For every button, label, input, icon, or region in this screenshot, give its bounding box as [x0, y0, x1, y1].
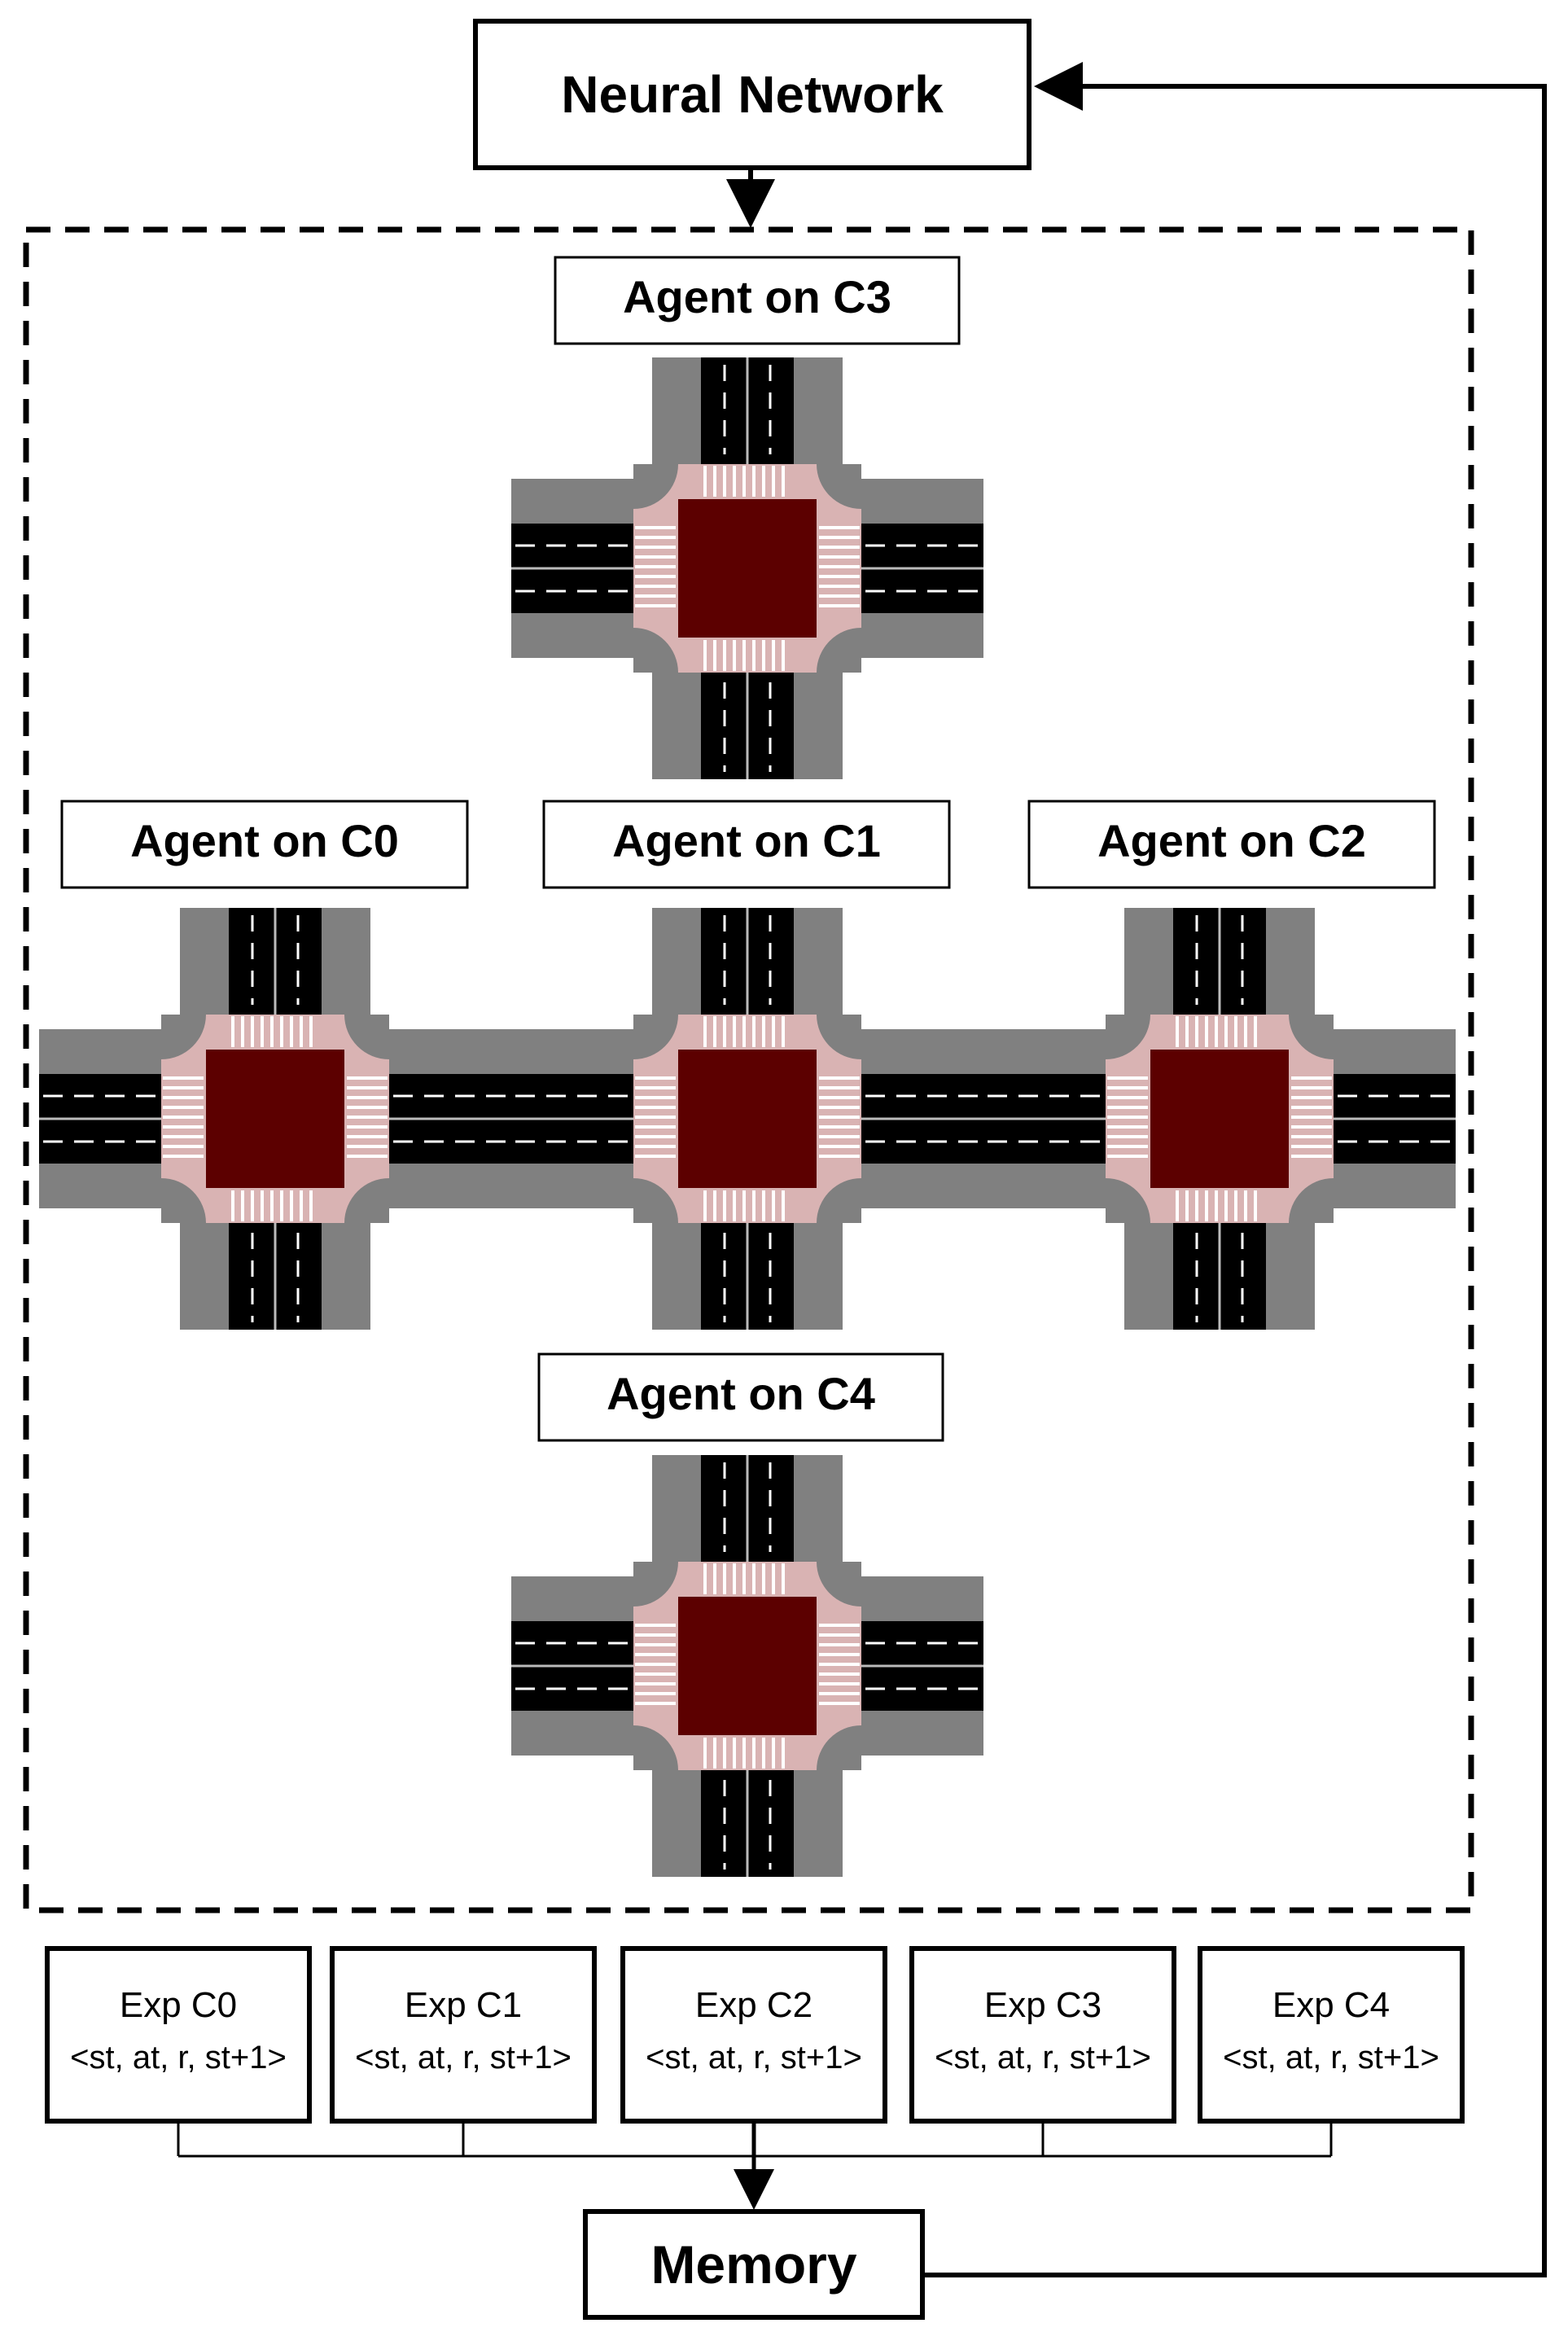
exp-c2-tuple: <st, at, r, st+1>: [646, 2040, 862, 2076]
intersection-c2: [982, 906, 1457, 1331]
exp-c0-tuple: <st, at, r, st+1>: [70, 2040, 287, 2076]
agent-c3-label: Agent on C3: [623, 271, 891, 322]
agent-c0: Agent on C0: [37, 800, 513, 1331]
memory-label: Memory: [650, 2234, 856, 2295]
neural-network-node: Neural Network: [473, 19, 1031, 170]
exp-c1-title: Exp C1: [405, 1985, 522, 2025]
exp-c0-title: Exp C0: [120, 1985, 237, 2025]
agent-c1-label: Agent on C1: [612, 815, 881, 866]
exp-c3-tuple: <st, at, r, st+1>: [935, 2040, 1151, 2076]
agent-c1: Agent on C1: [510, 800, 985, 1331]
neural-network-label: Neural Network: [561, 65, 944, 124]
exp-c2: Exp C2 <st, at, r, st+1>: [620, 1946, 887, 2124]
memory-node: Memory: [583, 2209, 925, 2320]
exp-c1: Exp C1 <st, at, r, st+1>: [330, 1946, 597, 2124]
intersection-c3: [510, 356, 985, 781]
agent-c4: Agent on C4: [510, 1352, 985, 1878]
experience-boxes: Exp C0 <st, at, r, st+1> Exp C1 <st, at,…: [45, 1946, 1465, 2124]
exp-c1-tuple: <st, at, r, st+1>: [355, 2040, 572, 2076]
agent-c2-label: Agent on C2: [1097, 815, 1366, 866]
exp-c4-title: Exp C4: [1272, 1985, 1390, 2025]
exp-c2-title: Exp C2: [695, 1985, 812, 2025]
exp-c4: Exp C4 <st, at, r, st+1>: [1198, 1946, 1465, 2124]
intersection-c1: [510, 906, 985, 1331]
exp-c4-tuple: <st, at, r, st+1>: [1223, 2040, 1439, 2076]
agent-c0-label: Agent on C0: [130, 815, 399, 866]
agent-c2: Agent on C2: [982, 800, 1457, 1331]
environment-container: [23, 226, 1474, 1913]
agent-c3: Agent on C3: [510, 256, 985, 781]
exp-c3-title: Exp C3: [984, 1985, 1102, 2025]
agent-c4-label: Agent on C4: [607, 1368, 875, 1419]
intersection-c0: [37, 906, 513, 1331]
memory-to-nn-arrow: [922, 62, 1547, 2277]
intersection-c4: [510, 1453, 985, 1878]
exp-c0: Exp C0 <st, at, r, st+1>: [45, 1946, 312, 2124]
exp-c3: Exp C3 <st, at, r, st+1>: [909, 1946, 1176, 2124]
